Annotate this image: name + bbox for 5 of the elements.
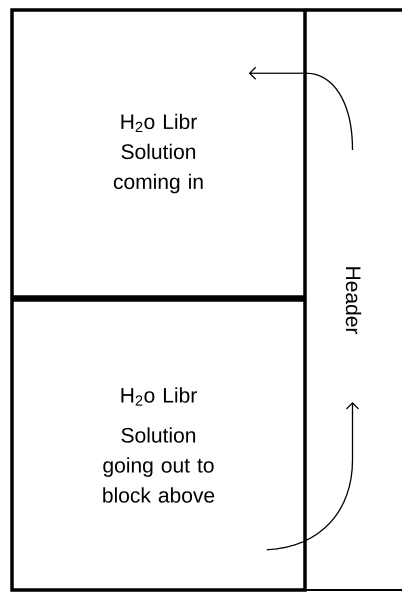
header-band: Header [305, 8, 402, 591]
tank-box: H$_{2}$o Libr Solution going out to block above [10, 298, 307, 592]
arrow [266, 402, 359, 550]
arrow [248, 66, 354, 150]
tank-box: H$_{2}$o Libr Solution coming in [10, 8, 307, 299]
